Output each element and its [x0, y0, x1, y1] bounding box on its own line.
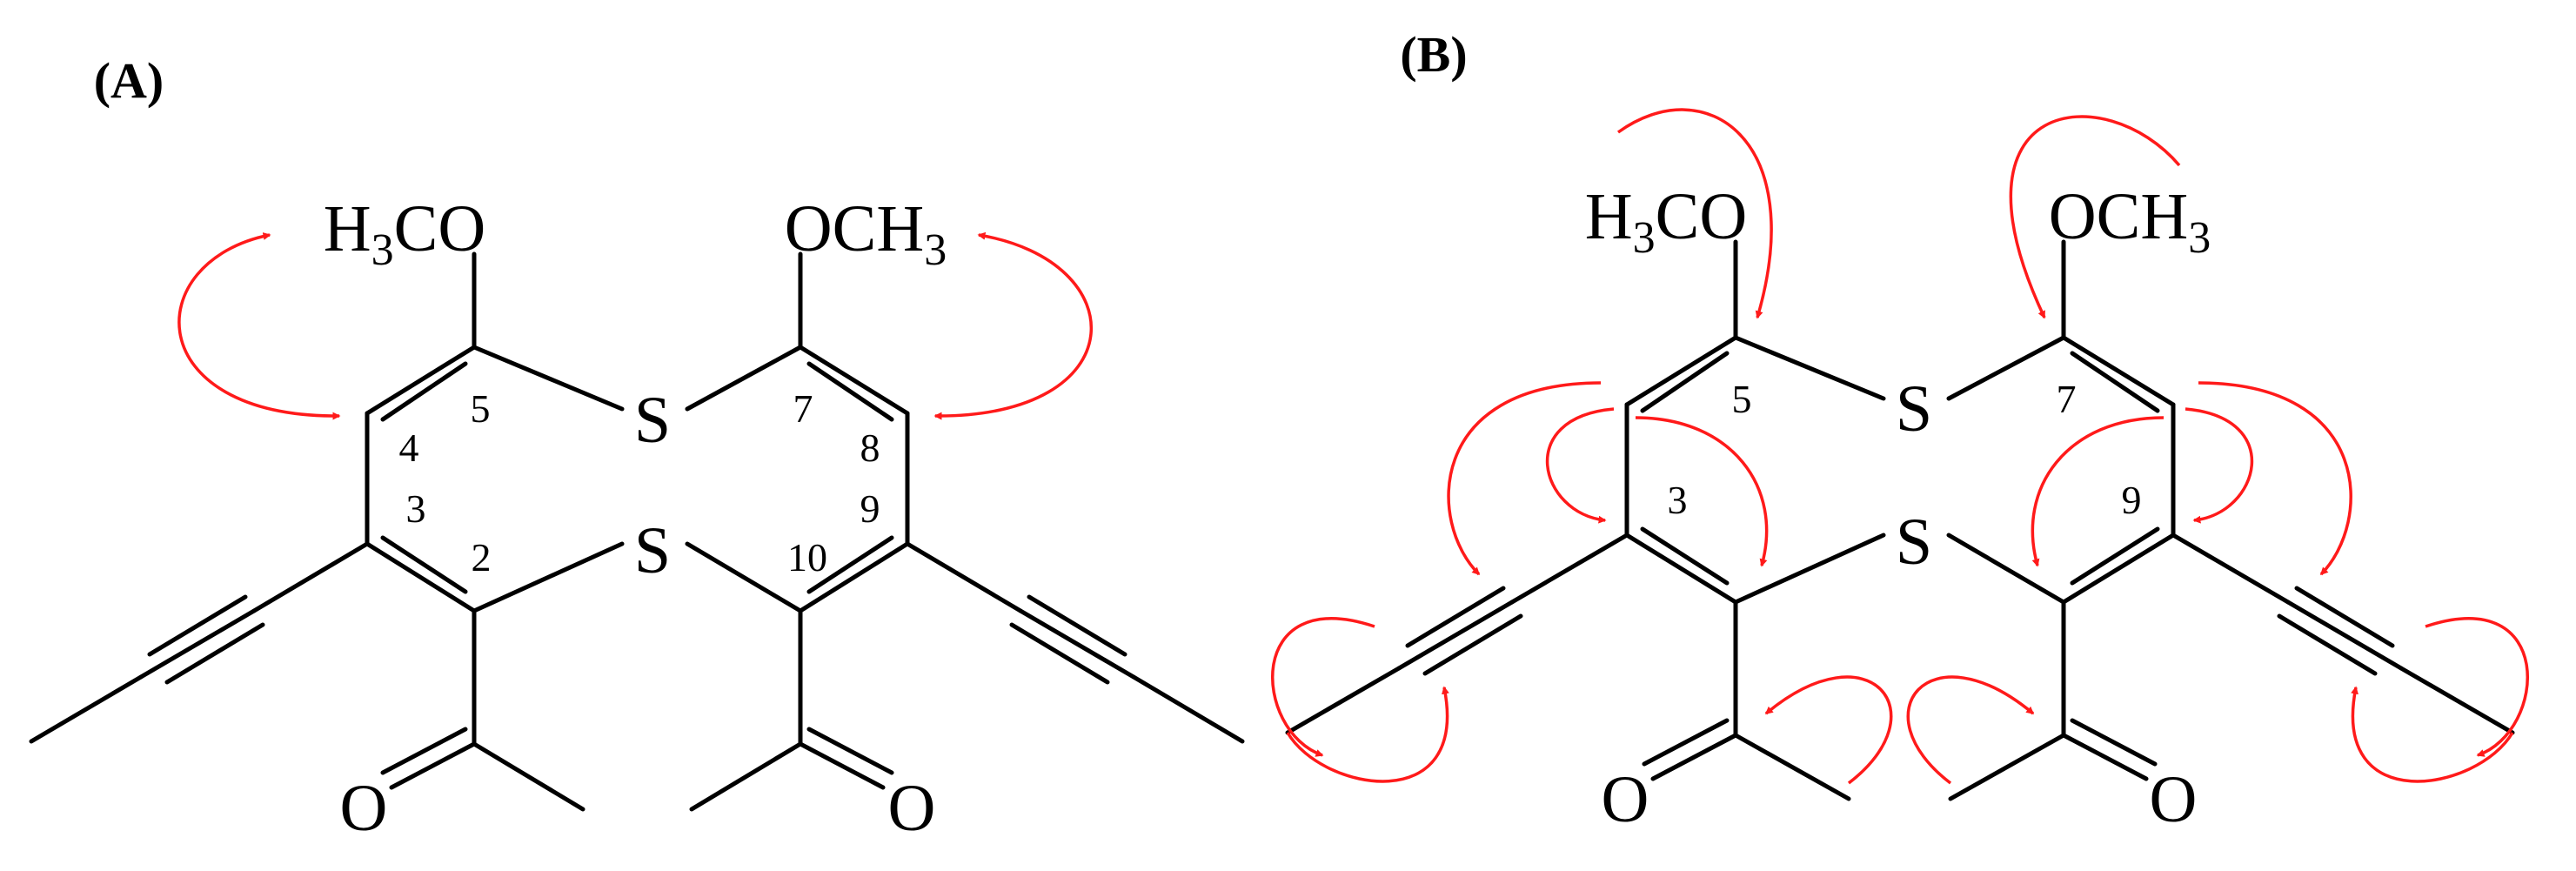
panel-label-a: (A): [94, 52, 164, 109]
correlation-arrow-b-5: [1635, 416, 1769, 567]
locant-a-4: 4: [399, 425, 419, 470]
sulfur-bottom-label-a: S: [634, 514, 671, 587]
sulfur-top-label-b: S: [1896, 372, 1932, 446]
panel-b: (B): [1271, 26, 2529, 836]
correlation-arrow-b-6: [1271, 617, 1375, 757]
correlation-arrow-a-right: [933, 231, 1094, 420]
locant-b-9: 9: [2122, 478, 2142, 522]
correlation-arrow-b-2: [2009, 115, 2181, 319]
panel-label-b: (B): [1400, 26, 1467, 83]
correlation-arrow-b-12: [2425, 617, 2529, 757]
locant-a-3: 3: [406, 486, 426, 531]
correlation-arrow-a-left: [177, 232, 341, 420]
correlation-arrow-b-13: [2351, 686, 2514, 783]
methoxy-left-label-a: H3CO: [324, 192, 485, 275]
correlation-arrow-b-4: [1546, 407, 1615, 524]
carbonyl-oxygen-right-label-b: O: [2150, 763, 2198, 836]
carbonyl-oxygen-left-label-a: O: [340, 772, 388, 845]
locant-a-5: 5: [471, 386, 491, 431]
carbonyl-oxygen-left-label-b: O: [1602, 763, 1649, 836]
sulfur-top-label-a: S: [634, 384, 671, 457]
locant-b-7: 7: [2057, 377, 2077, 421]
correlation-arrow-b-11: [2031, 416, 2165, 567]
correlation-arrows-b: [1271, 108, 2529, 785]
locant-b-5: 5: [1732, 377, 1752, 421]
methoxy-left-label-b: H3CO: [1585, 180, 1747, 263]
locant-b-3: 3: [1668, 478, 1688, 522]
sulfur-bottom-label-b: S: [1896, 506, 1932, 579]
methoxy-right-label-a: OCH3: [785, 192, 947, 275]
correlation-arrow-b-7: [1286, 686, 1449, 783]
bonds-a: [29, 251, 1245, 812]
locant-a-2: 2: [472, 535, 492, 580]
locant-a-9: 9: [860, 486, 880, 531]
correlation-arrow-b-8: [1764, 675, 1893, 785]
correlation-arrow-b-3: [1447, 381, 1602, 576]
correlation-arrow-b-1: [1616, 108, 1773, 319]
panel-a: (A): [29, 52, 1245, 845]
methoxy-right-label-b: OCH3: [2049, 180, 2211, 263]
locant-a-10: 10: [787, 535, 827, 580]
correlation-arrow-b-14: [1906, 675, 2035, 785]
carbonyl-oxygen-right-label-a: O: [888, 772, 936, 845]
correlation-arrow-b-9: [2198, 381, 2352, 576]
correlation-arrow-b-10: [2185, 407, 2253, 524]
bonds-b: [1285, 239, 2515, 801]
locant-a-8: 8: [860, 425, 880, 470]
locant-a-7: 7: [793, 386, 813, 431]
